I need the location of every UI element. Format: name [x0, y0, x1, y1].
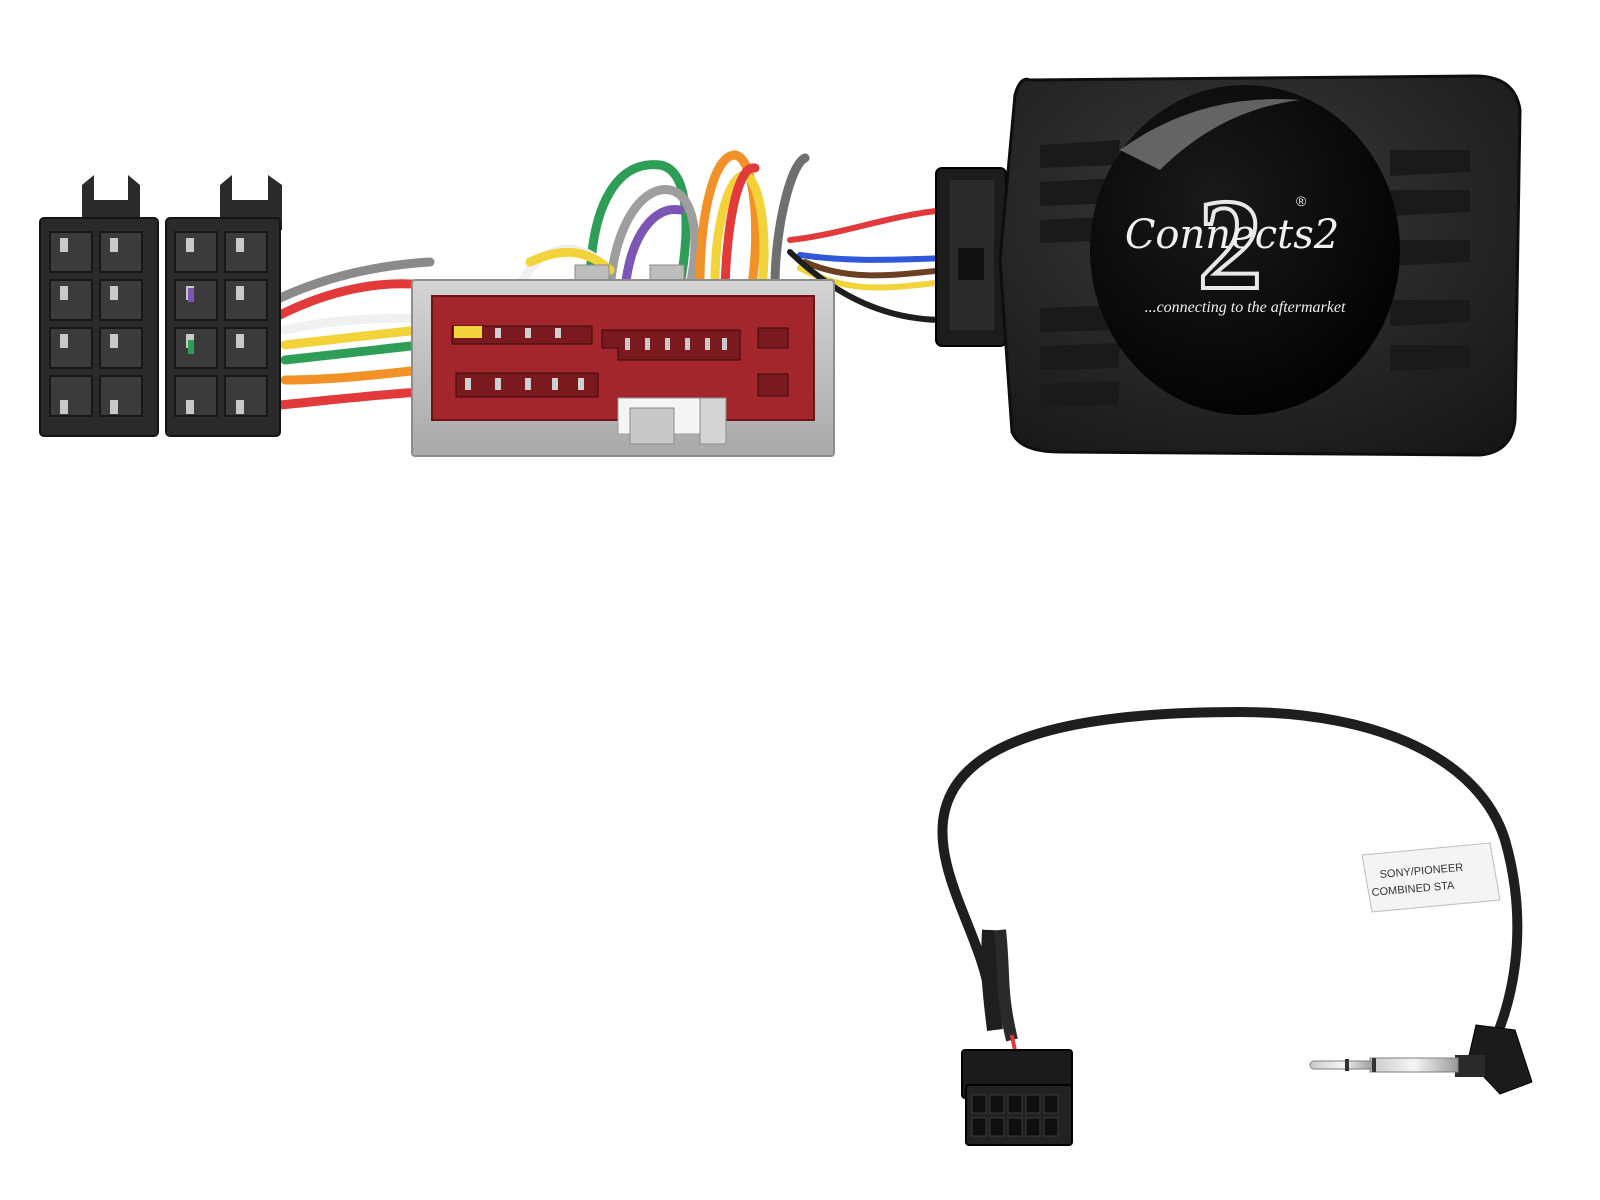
wire-orange [280, 365, 425, 385]
wire-blue-mod [797, 252, 948, 263]
iso-connector-left [39, 175, 159, 437]
molex-connector [961, 1049, 1073, 1146]
interface-module [935, 74, 1522, 457]
wire-red-loop [720, 163, 760, 290]
wire-brown-mod [802, 259, 948, 279]
wire-black-mod [787, 249, 948, 323]
wire-green-loop [585, 160, 691, 295]
vehicle-connector [411, 264, 835, 457]
lead-cable [937, 706, 1523, 1045]
logo-number: 2 [1198, 173, 1263, 317]
wire-red-mod [787, 207, 948, 243]
wire-red-2 [275, 387, 425, 410]
brand-logo: 2 Connects2 ® ...connecting to the after… [1125, 171, 1346, 319]
module-ribs [1040, 140, 1470, 407]
wire-grey [275, 257, 435, 303]
wire-violet-loop [620, 205, 685, 295]
cable-label: SONY/PIONEER COMBINED STA [1361, 842, 1501, 913]
wire-red [275, 279, 430, 320]
wire-orange-loop [695, 150, 761, 290]
brand-tagline: ...connecting to the aftermarket [1145, 299, 1346, 316]
wire-yellow [280, 325, 425, 350]
wire-bundle [275, 150, 948, 410]
wire-yellow-left [525, 247, 615, 275]
registered-mark: ® [1296, 193, 1307, 209]
iso-connector-right [165, 175, 282, 437]
wire-green [280, 340, 425, 365]
wire-grey-loop-2 [770, 153, 810, 290]
brand-disc [1090, 85, 1400, 415]
wire-white [280, 313, 425, 335]
wire-grey-loop [605, 185, 700, 295]
jack-lead: SONY/PIONEER COMBINED STA [937, 706, 1533, 1146]
logo-wordmark: Connects2 [1125, 212, 1339, 258]
jack-plug [1309, 1024, 1533, 1095]
